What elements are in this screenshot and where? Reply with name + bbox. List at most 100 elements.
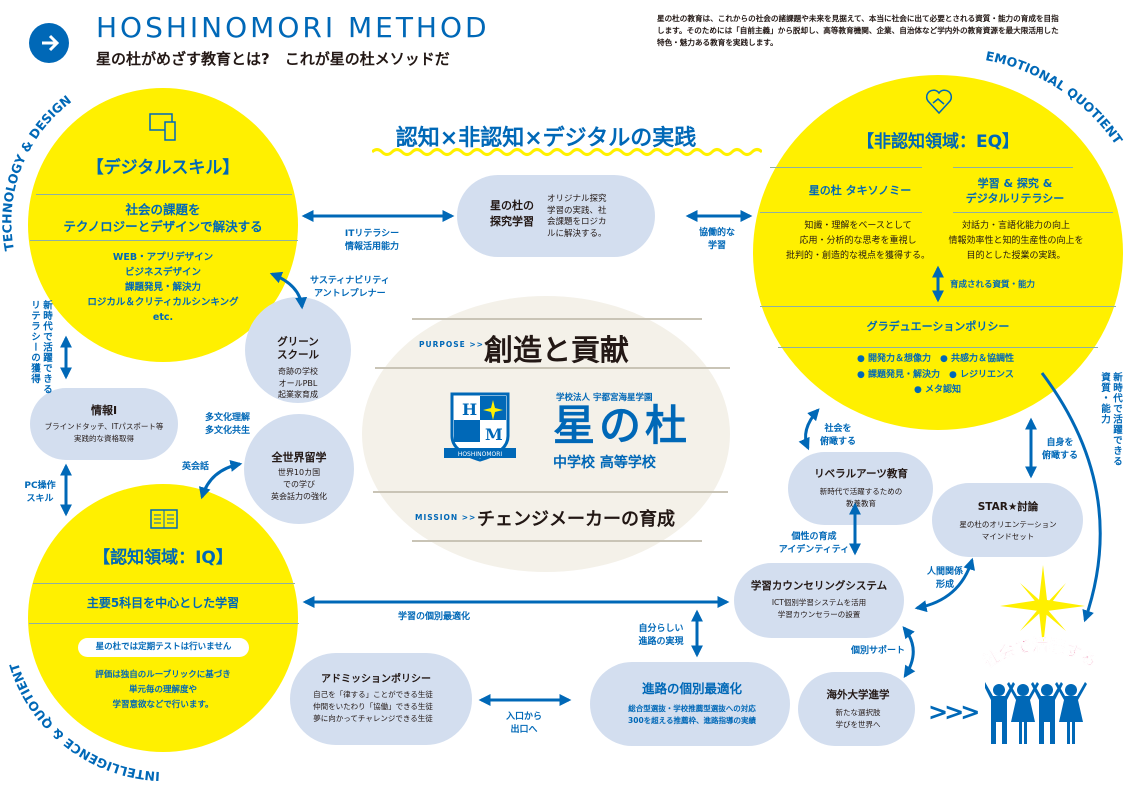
svg-text:HOSHINOMORI: HOSHINOMORI bbox=[458, 451, 503, 458]
divider bbox=[412, 540, 702, 542]
label-shakai: 社会を俯瞰する bbox=[819, 424, 857, 447]
liberal-body: 新時代で活躍するための教養教育 bbox=[819, 487, 903, 508]
label-ningen: 人間関係形成 bbox=[926, 567, 964, 590]
chevrons-icon: >>> bbox=[928, 698, 980, 726]
node-tankyu bbox=[457, 175, 655, 257]
admission-title: アドミッションポリシー bbox=[321, 674, 431, 685]
label-support: 個別サポート bbox=[851, 646, 906, 656]
node-admission-policy bbox=[290, 653, 472, 745]
divider bbox=[33, 583, 295, 584]
divider bbox=[770, 167, 922, 168]
open-book-icon bbox=[150, 509, 178, 529]
counsel-body: ICT個別学習システムを活用学習カウンセラーの設置 bbox=[771, 598, 867, 619]
divider bbox=[760, 212, 922, 213]
node-kaigai bbox=[798, 672, 915, 746]
iq-lead: 主要5科目を中心とした学習 bbox=[86, 596, 240, 610]
purpose-tag: PURPOSE >> bbox=[419, 340, 484, 349]
divider bbox=[30, 240, 298, 241]
eq-title: 【非認知領域：EQ】 bbox=[856, 132, 1020, 152]
wavy-underline bbox=[372, 148, 762, 156]
eq-arrow-label: 育成される資質・能力 bbox=[950, 280, 1036, 290]
label-eikaiwa: 英会話 bbox=[182, 462, 210, 472]
tankyu-title: 星の杜の探究学習 bbox=[490, 199, 534, 228]
label-tabunka: 多文化理解多文化共生 bbox=[205, 413, 251, 436]
eq-circle bbox=[753, 75, 1123, 430]
ryugaku-body: 世界10カ国での学び英会話力の強化 bbox=[271, 468, 327, 501]
label-sus: サスティナビリティアントレプレナー bbox=[310, 276, 390, 299]
literacy-head: 学習 & 探究 &デジタルリテラシー bbox=[965, 177, 1065, 205]
people-cheering-icon bbox=[985, 682, 1087, 744]
label-literacy: 新時代で活躍できるリテラシーの獲得 bbox=[29, 300, 52, 395]
admission-body: 自己を「律する」ことができる生徒仲間をいたわり「協働」できる生徒夢に向かってチャ… bbox=[313, 690, 433, 723]
divider bbox=[412, 318, 702, 320]
node-joho bbox=[30, 388, 178, 460]
star-body: 星の杜のオリエンテーションマインドセット bbox=[959, 520, 1057, 541]
node-ryugaku bbox=[244, 414, 354, 524]
liberal-title: リベラルアーツ教育 bbox=[814, 468, 908, 480]
divider bbox=[778, 347, 1098, 348]
school-name: 星の杜 bbox=[553, 401, 692, 450]
divider bbox=[373, 491, 728, 493]
arrow-support bbox=[902, 626, 916, 679]
kaigai-body: 新たな選択肢学びを世界へ bbox=[835, 708, 881, 729]
divider bbox=[375, 367, 730, 369]
digital-lead: 社会の課題をテクノロジーとデザインで解決する bbox=[63, 202, 263, 234]
divider bbox=[760, 306, 1116, 307]
graduation-policy: グラデュエーションポリシー bbox=[866, 320, 1010, 333]
ryugaku-title: 全世界留学 bbox=[271, 451, 327, 464]
no-test-badge: 星の杜では定期テストは行いません bbox=[78, 638, 249, 657]
handshake-heart-icon bbox=[925, 89, 953, 115]
node-shinro bbox=[590, 662, 790, 746]
intro-line: します。そのためには「自前主義」から脱却し、高等教育機関、企業、自治体など学内外… bbox=[657, 26, 1059, 35]
iq-body: 評価は独自のルーブリックに基づき単元毎の理解度や学習意欲などで行います。 bbox=[95, 670, 231, 710]
shinro-title: 進路の個別最適化 bbox=[641, 681, 743, 696]
intro-line: 特色・魅力ある教育を実践します。 bbox=[657, 38, 778, 47]
digital-title: 【デジタルスキル】 bbox=[86, 158, 240, 178]
header-arrow-button[interactable] bbox=[29, 23, 69, 63]
label-kosei: 個性の育成アイデンティティ bbox=[778, 532, 850, 555]
counsel-title: 学習カウンセリングシステム bbox=[750, 580, 888, 592]
green-title: グリーンスクール bbox=[277, 336, 319, 361]
corp-name: 学校法人 宇都宮海星学園 bbox=[556, 393, 653, 403]
label-kobetsu: 学習の個別最適化 bbox=[397, 612, 471, 622]
school-crest-logo: H M HOSHINOMORI bbox=[444, 392, 516, 462]
joho-title: 情報Ⅰ bbox=[90, 404, 118, 417]
taxonomy-body: 知識・理解をベースとして応用・分析的な思考を重視し批判的・創造的な視点を獲得する… bbox=[785, 221, 931, 261]
kaigai-title: 海外大学進学 bbox=[826, 689, 890, 701]
label-jibun: 自分らしい進路の実現 bbox=[638, 624, 684, 647]
sparkle-star-icon bbox=[1000, 565, 1085, 647]
taxonomy-head: 星の杜 タキソノミー bbox=[808, 184, 912, 197]
mission-text: チェンジメーカーの育成 bbox=[477, 509, 675, 530]
intro-text: 星の杜の教育は、これからの社会の諸課題や未来を見据えて、本当に社会に出て必要とさ… bbox=[657, 13, 1059, 49]
label-it: ITリテラシー情報活用能力 bbox=[344, 229, 400, 252]
center-core bbox=[362, 296, 730, 572]
divider bbox=[29, 623, 299, 624]
joho-body: ブラインドタッチ、ITパスポート等実践的な資格取得 bbox=[44, 422, 164, 443]
intro-line: 星の杜の教育は、これからの社会の諸課題や未来を見据えて、本当に社会に出て必要とさ… bbox=[657, 14, 1059, 23]
literacy-body: 対話力・言語化能力の向上情報効率性と知的生産性の向上を目的とした授業の実践。 bbox=[948, 221, 1084, 261]
school-sub: 中学校 高等学校 bbox=[553, 455, 656, 471]
purpose-text: 創造と貢献 bbox=[484, 333, 630, 367]
mission-tag: MISSION >> bbox=[415, 513, 477, 522]
arrow-shakai bbox=[798, 408, 820, 451]
node-green-school bbox=[245, 297, 351, 403]
svg-text:M: M bbox=[485, 425, 503, 444]
label-pc: PC操作スキル bbox=[24, 481, 56, 504]
divider bbox=[36, 194, 292, 195]
tankyu-body: オリジナル探究学習の実践、社会課題をロジカルに解決する。 bbox=[547, 194, 607, 239]
label-iriguchi: 入口から出口へ bbox=[505, 712, 543, 735]
digital-items: WEB・アプリデザインビジネスデザイン課題発見・解決力ロジカル＆クリティカルシン… bbox=[87, 252, 239, 323]
page-title: HOSHINOMORI METHOD bbox=[96, 11, 490, 44]
divider bbox=[953, 167, 1073, 168]
svg-text:H: H bbox=[462, 400, 477, 419]
star-title: STAR★討論 bbox=[977, 501, 1039, 513]
goal-label: 社会で活躍する bbox=[979, 635, 1101, 672]
svg-text:社会で活躍する: 社会で活躍する bbox=[979, 636, 1100, 672]
label-jishin: 自身を俯瞰する bbox=[1041, 438, 1079, 461]
digital-skill-circle bbox=[28, 88, 298, 362]
eq-bullets: ● 開発力＆想像力 ● 共感力＆協調性 ● 課題発見・解決力 ● レジリエンス … bbox=[857, 354, 1015, 395]
devices-icon bbox=[149, 113, 176, 141]
label-kyodo: 協働的な学習 bbox=[698, 228, 736, 251]
